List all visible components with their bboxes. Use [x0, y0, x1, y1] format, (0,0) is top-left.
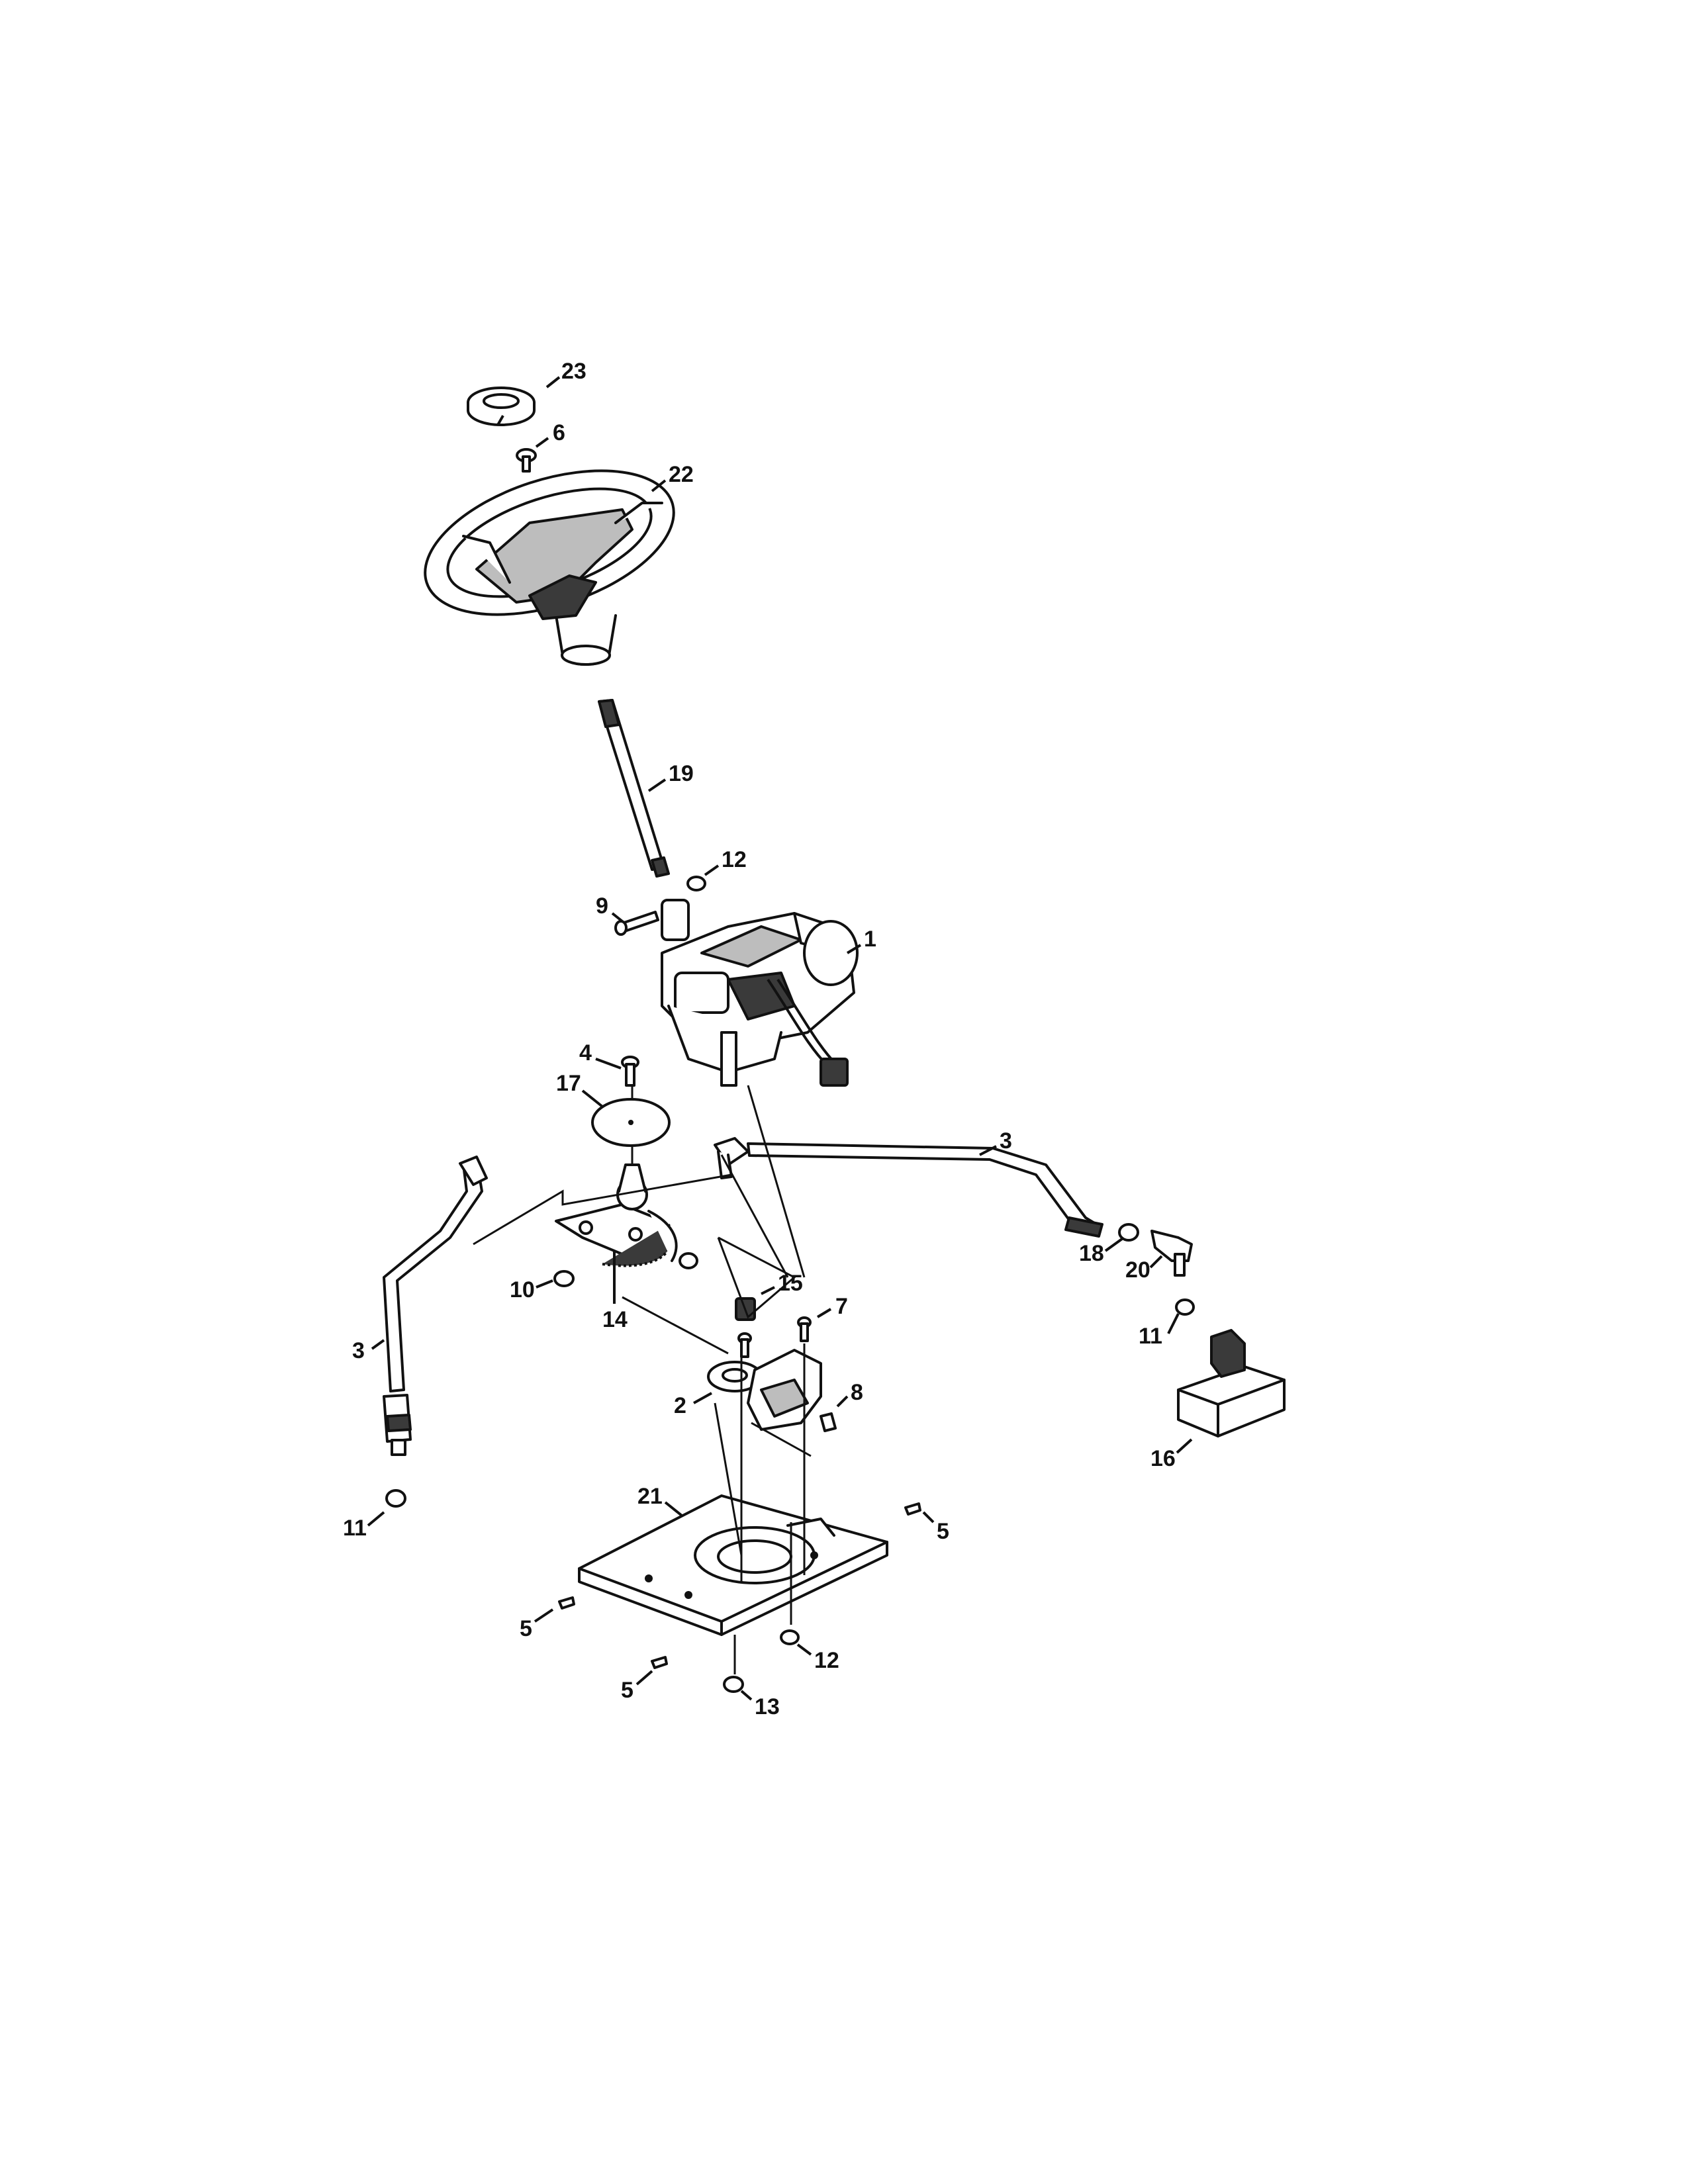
callout-13: 13	[755, 1694, 780, 1719]
callout-15: 15	[778, 1271, 803, 1296]
callout-leaders	[367, 376, 1193, 1701]
callout-20: 20	[1125, 1257, 1150, 1283]
part-18-jam-nut	[1118, 1223, 1139, 1242]
callout-12-upper: 12	[722, 847, 747, 872]
part-8-bolt	[820, 1412, 837, 1432]
callout-16: 16	[1150, 1446, 1176, 1471]
callout-9: 9	[596, 893, 608, 919]
part-nut-gear	[679, 1252, 698, 1269]
part-11-nut-left	[385, 1489, 406, 1508]
part-10-nut	[553, 1270, 575, 1287]
part-9-bolt	[614, 911, 659, 936]
callout-3-right: 3	[1000, 1128, 1012, 1154]
callout-6: 6	[553, 420, 565, 445]
part-23-horn-cap	[467, 387, 536, 426]
callout-5-left: 5	[520, 1616, 532, 1641]
part-20-ball-joint	[1150, 1230, 1193, 1277]
callout-21: 21	[637, 1484, 663, 1509]
part-7-bolts	[737, 1316, 812, 1358]
part-1-steering-motor-assembly	[661, 899, 859, 1087]
part-12-nut-lower	[780, 1629, 800, 1645]
callout-1: 1	[864, 927, 876, 952]
part-4-bolt	[621, 1056, 639, 1087]
part-2-bracket	[707, 1349, 822, 1431]
part-12-nut-upper	[686, 876, 706, 891]
callout-5-right: 5	[937, 1519, 949, 1544]
part-11-nut-right	[1175, 1298, 1195, 1316]
callout-5-bottom: 5	[621, 1678, 633, 1703]
callout-10: 10	[510, 1277, 535, 1302]
part-3-drag-link-left	[383, 1156, 488, 1456]
part-22-steering-wheel	[424, 469, 675, 666]
callout-23: 23	[561, 359, 586, 384]
part-5-screws	[558, 1502, 921, 1669]
part-14-sector-gear	[555, 1163, 678, 1267]
callout-labels: 23 6 22 19 12 9 1 4 17 3 18 20 10 14 15 …	[343, 359, 1176, 1719]
callout-11-left: 11	[343, 1516, 367, 1541]
callout-18: 18	[1079, 1241, 1104, 1266]
callout-11-right: 11	[1139, 1324, 1162, 1349]
callout-8: 8	[851, 1380, 863, 1405]
callout-12-lower: 12	[814, 1648, 839, 1673]
callout-14: 14	[602, 1307, 628, 1332]
callout-4: 4	[579, 1040, 592, 1066]
callout-19: 19	[669, 761, 694, 786]
alignment-lines	[473, 1085, 812, 1674]
part-17-disk	[591, 1098, 671, 1147]
callout-3-left: 3	[352, 1338, 365, 1363]
callout-2: 2	[674, 1393, 686, 1418]
part-19-steering-shaft	[598, 699, 670, 878]
part-16-control-module	[1177, 1329, 1286, 1437]
part-13-nut	[723, 1676, 744, 1693]
part-3-drag-link-right	[714, 1137, 1103, 1238]
callout-22: 22	[669, 462, 694, 487]
callout-17: 17	[556, 1071, 581, 1096]
part-21-base-plate	[578, 1494, 888, 1636]
part-6-screw	[516, 448, 537, 473]
callout-7: 7	[835, 1294, 848, 1319]
